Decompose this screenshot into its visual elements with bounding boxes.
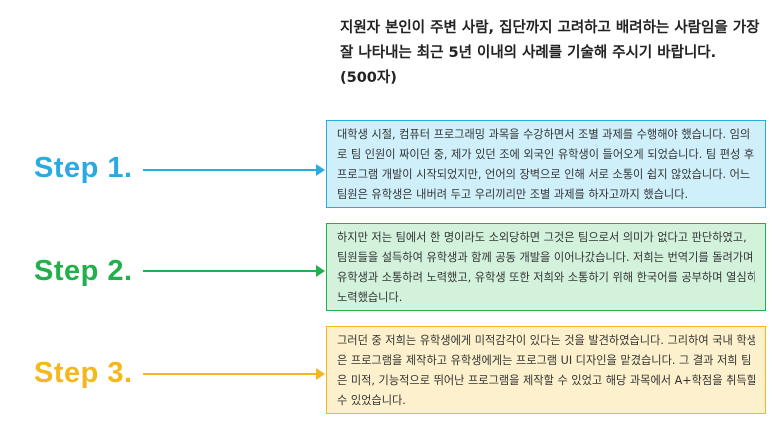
- step-2-line-4: 노력했습니다.: [337, 291, 403, 304]
- question-text: 지원자 본인이 주변 사람, 집단까지 고려하고 배려하는 사람임을 가장 잘 …: [340, 16, 765, 91]
- step-2-arrow: [143, 265, 325, 277]
- step-3-line-2: 은 프로그램을 제작하고 유학생에게는 프로그램 UI 디자인을 맡겼습니다. …: [337, 354, 752, 367]
- step-1-arrow: [143, 164, 325, 176]
- step-1-line-3: 프로그램 개발이 시작되었지만, 언어의 장벽으로 인해 서로 소통이 쉽지 않…: [337, 168, 751, 181]
- question-line-1: 지원자 본인이 주변 사람, 집단까지 고려하고 배려하는 사람임을 가장: [340, 20, 760, 36]
- step-3-box: 그러던 중 저희는 유학생에게 미적감각이 있다는 것을 발견하였습니다. 그리…: [326, 326, 766, 414]
- step-3-line-1: 그러던 중 저희는 유학생에게 미적감각이 있다는 것을 발견하였습니다. 그리…: [337, 334, 755, 347]
- step-1-line-4: 팀원은 유학생은 내버려 두고 우리끼리만 조별 과제를 하자고까지 했습니다.: [337, 188, 689, 201]
- step-3-arrow: [143, 368, 325, 380]
- step-2-label: Step 2.: [34, 255, 133, 287]
- step-1-box: 대학생 시절, 컴퓨터 프로그래밍 과목을 수강하면서 조별 과제를 수행해야 …: [326, 120, 766, 208]
- question-line-3: (500자): [340, 70, 397, 86]
- step-3-label: Step 3.: [34, 357, 133, 389]
- question-line-2: 잘 나타내는 최근 5년 이내의 사례를 기술해 주시기 바랍니다.: [340, 45, 717, 61]
- step-2-line-3: 유학생과 소통하려 노력했고, 유학생 또한 저희와 소통하기 위해 한국어를 …: [337, 271, 755, 284]
- step-3-line-4: 수 있었습니다.: [337, 394, 406, 407]
- step-2-line-1: 하지만 저는 팀에서 한 명이라도 소외당하면 그것은 팀으로서 의미가 없다고…: [337, 231, 747, 244]
- step-1-line-1: 대학생 시절, 컴퓨터 프로그래밍 과목을 수강하면서 조별 과제를 수행해야 …: [337, 128, 751, 141]
- step-2-line-2: 팀원들을 설득하여 유학생과 함께 공동 개발을 이어나갔습니다. 저희는 번역…: [337, 251, 754, 264]
- step-1-label: Step 1.: [34, 152, 133, 184]
- step-3-line-3: 은 미적, 기능적으로 뛰어난 프로그램을 제작할 수 있었고 해당 과목에서 …: [337, 374, 755, 387]
- step-2-box: 하지만 저는 팀에서 한 명이라도 소외당하면 그것은 팀으로서 의미가 없다고…: [326, 223, 766, 311]
- step-1-line-2: 로 팀 인원이 짜이던 중, 제가 있던 조에 외국인 유학생이 들어오게 되었…: [337, 148, 755, 161]
